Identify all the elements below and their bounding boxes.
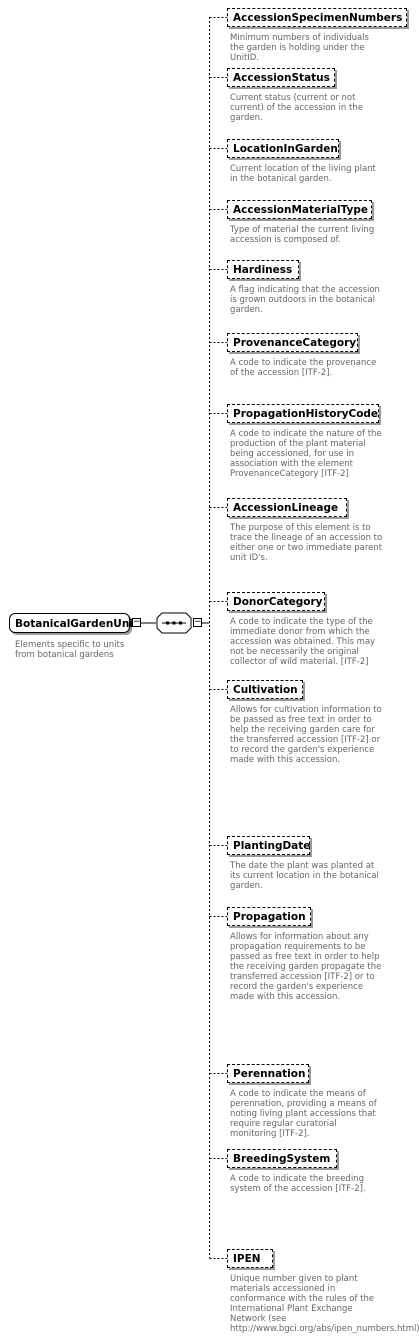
element-name: AccessionStatus — [233, 72, 330, 84]
element-description: A code to indicate the breeding system o… — [230, 1174, 366, 1194]
element-box-accessionspecimennumbers[interactable]: AccessionSpecimenNumbers — [227, 8, 407, 27]
root-collapse-icon[interactable]: − — [132, 617, 141, 627]
element-box-breedingsystem[interactable]: BreedingSystem — [227, 1149, 337, 1168]
element-box-propagation[interactable]: Propagation — [227, 907, 311, 926]
element-box-plantingdate[interactable]: PlantingDate — [227, 836, 310, 855]
element-box-provenancecategory[interactable]: ProvenanceCategory — [227, 333, 358, 352]
element-name: PropagationHistoryCode — [233, 408, 379, 420]
sequence-compositor-icon[interactable] — [156, 612, 192, 634]
element-box-perennation[interactable]: Perennation — [227, 1064, 309, 1083]
element-name: DonorCategory — [233, 596, 323, 608]
root-element-name: BotanicalGardenUnit — [15, 618, 138, 630]
element-box-accessionstatus[interactable]: AccessionStatus — [227, 68, 335, 87]
element-name: Cultivation — [233, 684, 298, 696]
element-description: A flag indicating that the accession is … — [230, 285, 380, 315]
element-description: Current status (current or not current) … — [230, 93, 363, 123]
element-box-ipen[interactable]: IPEN — [227, 1249, 273, 1268]
element-description: A code to indicate the provenance of the… — [230, 358, 377, 378]
element-description: Allows for cultivation information to be… — [230, 705, 382, 765]
element-name: Perennation — [233, 1068, 306, 1080]
element-box-propagationhistorycode[interactable]: PropagationHistoryCode — [227, 404, 379, 423]
element-name: Propagation — [233, 911, 306, 923]
element-name: Hardiness — [233, 264, 293, 276]
element-description: Unique number given to plant materials a… — [230, 1274, 419, 1334]
element-name: AccessionSpecimenNumbers — [233, 12, 403, 24]
element-name: BreedingSystem — [233, 1153, 331, 1165]
element-name: AccessionMaterialType — [233, 204, 369, 216]
element-description: Current location of the living plant in … — [230, 164, 376, 184]
element-description: A code to indicate the nature of the pro… — [230, 429, 382, 479]
element-description: A code to indicate the means of perennat… — [230, 1089, 377, 1139]
element-description: Type of material the current living acce… — [230, 225, 375, 245]
element-description: Minimum numbers of individuals the garde… — [230, 33, 369, 63]
element-name: LocationInGarden — [233, 143, 338, 155]
root-element-box[interactable]: BotanicalGardenUnit — [9, 613, 138, 633]
element-name: PlantingDate — [233, 840, 311, 852]
element-description: The purpose of this element is to trace … — [230, 523, 383, 563]
element-box-locationingarden[interactable]: LocationInGarden — [227, 139, 339, 158]
element-box-donorcategory[interactable]: DonorCategory — [227, 592, 325, 611]
element-description: A code to indicate the type of the immed… — [230, 617, 376, 667]
element-name: AccessionLineage — [233, 502, 339, 514]
root-element-description: Elements specific to units from botanica… — [15, 640, 125, 660]
element-box-hardiness[interactable]: Hardiness — [227, 260, 299, 279]
element-box-cultivation[interactable]: Cultivation — [227, 680, 303, 699]
element-description: Allows for information about any propaga… — [230, 932, 382, 1002]
element-name: IPEN — [233, 1253, 261, 1265]
element-description: The date the plant was planted at its cu… — [230, 861, 379, 891]
element-name: ProvenanceCategory — [233, 337, 357, 349]
element-box-accessionmaterialtype[interactable]: AccessionMaterialType — [227, 200, 372, 219]
element-box-accessionlineage[interactable]: AccessionLineage — [227, 498, 347, 517]
sequence-collapse-icon[interactable]: − — [193, 617, 202, 627]
